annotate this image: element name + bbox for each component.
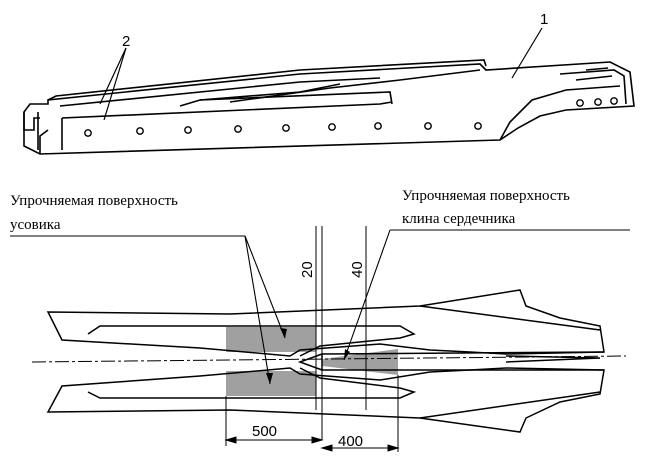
callout-1-label: 1 (540, 11, 548, 28)
bolt-holes (84, 97, 618, 137)
dim-400: 400 (338, 433, 363, 450)
frog-plan-outline (46, 289, 605, 433)
dim-20: 20 (299, 261, 316, 278)
label-leaders (244, 229, 391, 385)
frog-3d-view (23, 27, 635, 155)
dimension-lines (224, 436, 400, 452)
label-right-line1: Упрочняемая поверхность (402, 188, 570, 204)
hardened-zones (226, 327, 398, 396)
dim-500: 500 (252, 423, 277, 440)
label-right-line2: клина сердечника (402, 211, 516, 227)
reference-lines (225, 226, 399, 452)
callout-2-label: 2 (122, 33, 130, 50)
label-left-line2: усовика (10, 217, 61, 233)
centerline (31, 355, 627, 363)
label-left-line1: Упрочняемая поверхность (10, 193, 178, 209)
dim-40: 40 (349, 261, 366, 278)
leader-arrowheads (266, 328, 350, 384)
